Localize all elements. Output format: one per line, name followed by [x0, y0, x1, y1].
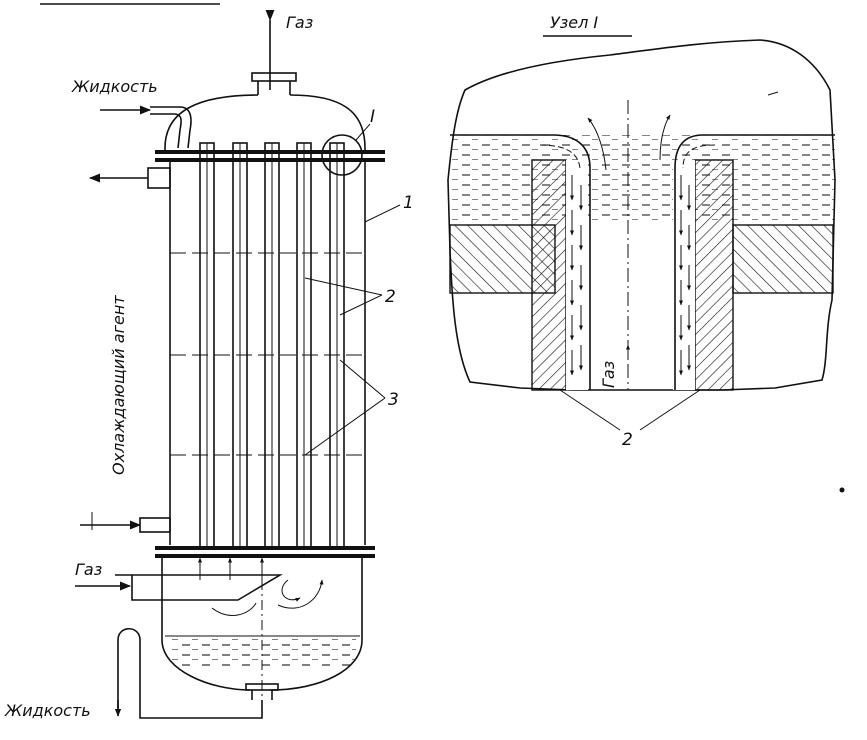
liquid-pool [170, 636, 356, 666]
detail-node-i: Узел I [447, 13, 836, 450]
coolant-inlet-nozzle [139, 517, 171, 533]
stray-dot [839, 487, 845, 493]
coolant-outlet-nozzle [147, 167, 171, 189]
detail-ref-label-2: 2 [622, 430, 633, 450]
detail-tube-sheet-right [732, 224, 834, 294]
liquid-inlet-label: Жидкость [71, 77, 158, 96]
apparatus [75, 9, 401, 719]
node-marker-label: I [370, 107, 375, 127]
liquid-inlet-pipe [150, 106, 192, 149]
detail-tube-wall-right [694, 159, 734, 391]
detail-title: Узел I [550, 13, 598, 32]
ref-label-2: 2 [385, 287, 396, 307]
gas-inlet-pipe [115, 574, 283, 601]
coolant-label: Охлаждающий агент [109, 295, 128, 475]
node-marker-circle [321, 134, 363, 176]
ref-label-3: 3 [388, 390, 399, 410]
bottom-dome [161, 639, 363, 691]
film-flow-arrows [570, 175, 691, 376]
gas-inlet-label: Газ [75, 560, 102, 579]
ref-label-1: 1 [403, 193, 414, 213]
gas-outlet-label: Газ [286, 13, 313, 32]
detail-tube-wall-left [531, 159, 567, 391]
liquid-outlet-label: Жидкость [4, 701, 91, 720]
tubes [199, 142, 345, 549]
top-flange [251, 72, 297, 82]
top-dome [164, 94, 366, 149]
film-surface-left [552, 134, 591, 390]
liquid-drain-line [117, 627, 263, 719]
detail-gas-label: Газ [599, 361, 618, 388]
film-surface-right [674, 134, 704, 390]
